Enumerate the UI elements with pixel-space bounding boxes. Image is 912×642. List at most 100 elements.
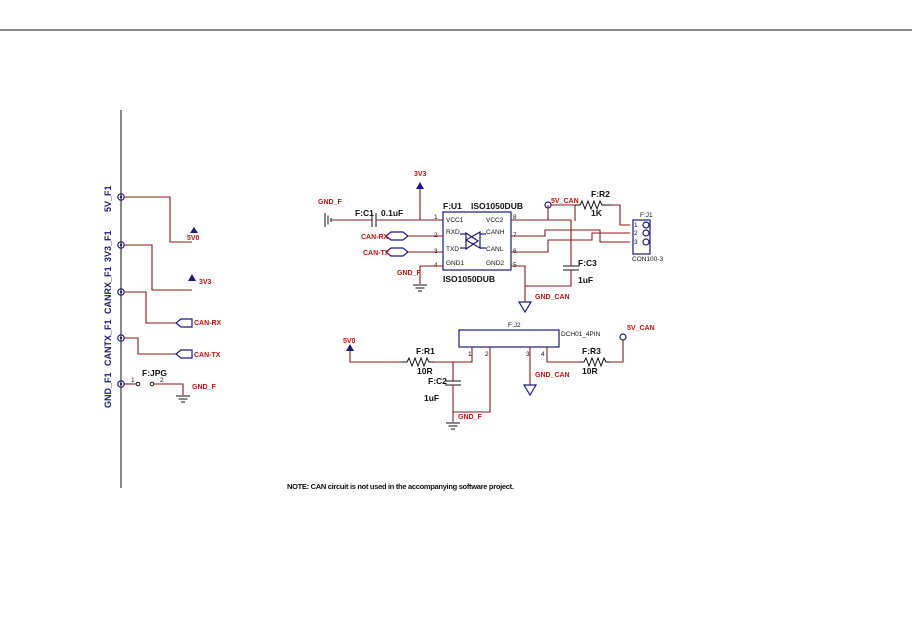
net-label-can-rx-left: CAN-RX [194, 320, 222, 327]
ground-icon-gnd-f-left [176, 395, 190, 403]
wire-vcc2 [511, 219, 572, 246]
r1-ref: F:R1 [416, 346, 435, 356]
ground-can-bottom-icon [522, 384, 538, 397]
u1-pin-vcc1: VCC1 [446, 217, 464, 224]
resistor-r3 [580, 356, 610, 368]
net-label-gnd-f-left: GND_F [192, 384, 216, 391]
power-arrow-3v3-u1-icon [416, 182, 424, 189]
wire-3v3-vcc1 [419, 189, 443, 221]
power-arrow-5v0-bottom-icon [346, 344, 354, 351]
wire-canrx-f1 [124, 291, 176, 324]
u1-pin-canh: CANH [486, 229, 505, 236]
jumper-pin2-label: 2 [160, 377, 164, 384]
net-label-gnd-can-top: GND_CAN [535, 294, 570, 301]
capacitor-c3 [563, 265, 579, 271]
j1-body [632, 219, 651, 255]
r3-ref: F:R3 [582, 346, 601, 356]
u1-pin-gnd1: GND1 [446, 260, 464, 267]
ground-icon-gnd-f-u1 [413, 284, 427, 292]
wire-r3-5v-can [610, 340, 624, 363]
j1-part: CON100-3 [632, 256, 663, 263]
port-label-5v: 5V_F1 [103, 185, 113, 212]
c1-value: 0.1uF [381, 208, 403, 218]
wire-3v3-f1 [124, 244, 192, 291]
ground-can-top-icon [517, 301, 533, 314]
ground-icon-gnd-f-bottom [446, 422, 460, 430]
u1-pin-gnd2: GND2 [486, 260, 504, 267]
wire-cantx-f1 [124, 337, 176, 355]
j2-pin4-label: 4 [541, 351, 545, 358]
offpage-connector-can-rx-u1 [385, 231, 409, 241]
net-label-gnd-f-bottom: GND_F [458, 414, 482, 421]
jumper-ref: F:JPG [142, 368, 167, 378]
net-label-gnd-f-u1: GND_F [397, 270, 421, 277]
u1-driver-receiver-icon [460, 230, 486, 251]
jumper-pin1-label: 1 [131, 377, 135, 384]
wire-5v-f1 [124, 196, 192, 243]
u1-pin-num-1: 1 [434, 214, 438, 221]
port-label-cantx: CANTX_F1 [103, 319, 113, 366]
j1-pin2-icon [642, 229, 650, 237]
net-label-5v-can-top: 5V_CAN [551, 198, 579, 205]
j1-pin1-label: 1 [634, 222, 638, 229]
j1-ref: F:J1 [640, 212, 653, 219]
net-label-5v0-bottom: 5V0 [343, 338, 356, 345]
net-label-gnd-can-bottom: GND_CAN [535, 372, 570, 379]
port-label-canrx: CANRX_F1 [103, 266, 113, 314]
resistor-r2 [575, 199, 612, 211]
u1-pin-txd: TXD [446, 246, 459, 253]
u1-pin-num-8: 8 [513, 214, 517, 221]
wire-5v0-r1 [349, 351, 402, 363]
wire-j2-pin4-r3 [546, 347, 580, 363]
port-label-gnd: GND_F1 [103, 372, 113, 408]
wire-r2-j1 [612, 204, 630, 226]
u1-pin-canl: CANL [486, 246, 504, 253]
u1-pin-rxd: RXD [446, 229, 460, 236]
wire-c3-gnd [525, 270, 572, 287]
c3-ref: F:C3 [578, 258, 597, 268]
j2-pin2-label: 2 [485, 351, 489, 358]
net-label-3v3-left: 3V3 [199, 279, 212, 286]
power-arrow-5v0-icon [190, 227, 198, 233]
u1-pin-vcc2: VCC2 [486, 217, 504, 224]
c1-ref: F:C1 [355, 208, 374, 218]
port-label-3v3: 3V3_F1 [103, 230, 113, 262]
wire-gnd2 [511, 265, 526, 302]
offpage-connector-can-rx [175, 318, 193, 328]
j2-part: DCH01_4PIN [561, 331, 601, 338]
net-label-can-tx-left: CAN-TX [194, 352, 221, 359]
capacitor-c2 [445, 380, 461, 386]
c2-value: 1uF [424, 393, 439, 403]
wire-canl [511, 232, 630, 253]
j2-body [458, 329, 560, 348]
u1-part-bottom: ISO1050DUB [443, 274, 495, 284]
net-label-3v3-u1: 3V3 [414, 171, 427, 178]
u1-ref: F:U1 [443, 201, 462, 211]
wire-j2-pin2-gnd [453, 347, 491, 413]
j1-pin2-label: 2 [634, 230, 638, 237]
j2-pin1-label: 1 [468, 351, 472, 358]
wire-canh [511, 229, 630, 243]
wire-gnd1 [419, 265, 443, 284]
wire-5v-can-r2 [551, 204, 576, 221]
net-label-5v-can-bottom: 5V_CAN [627, 325, 655, 332]
r2-ref: F:R2 [591, 189, 610, 199]
net-label-gnd-f-c1: GND_F [318, 199, 342, 206]
power-arrow-3v3-icon [188, 274, 196, 281]
j1-pin1-icon [642, 221, 650, 229]
c2-ref: F:C2 [428, 376, 447, 386]
u1-body [442, 211, 512, 271]
ground-icon-gnd-f-c1 [324, 213, 332, 227]
net-label-can-tx-u1: CAN-TX [363, 250, 390, 257]
r1-value: 10R [417, 366, 433, 376]
u1-part-top: ISO1050DUB [471, 201, 523, 211]
jumper-pin2 [149, 381, 155, 387]
wire-r1-j2 [434, 347, 473, 363]
wire-jumper-gnd [154, 383, 184, 395]
r3-value: 10R [582, 366, 598, 376]
j2-ref: F:J2 [508, 322, 521, 329]
schematic-note: NOTE: CAN circuit is not used in the acc… [287, 482, 514, 491]
r2-value: 1K [591, 208, 603, 218]
c3-value: 1uF [578, 275, 593, 285]
